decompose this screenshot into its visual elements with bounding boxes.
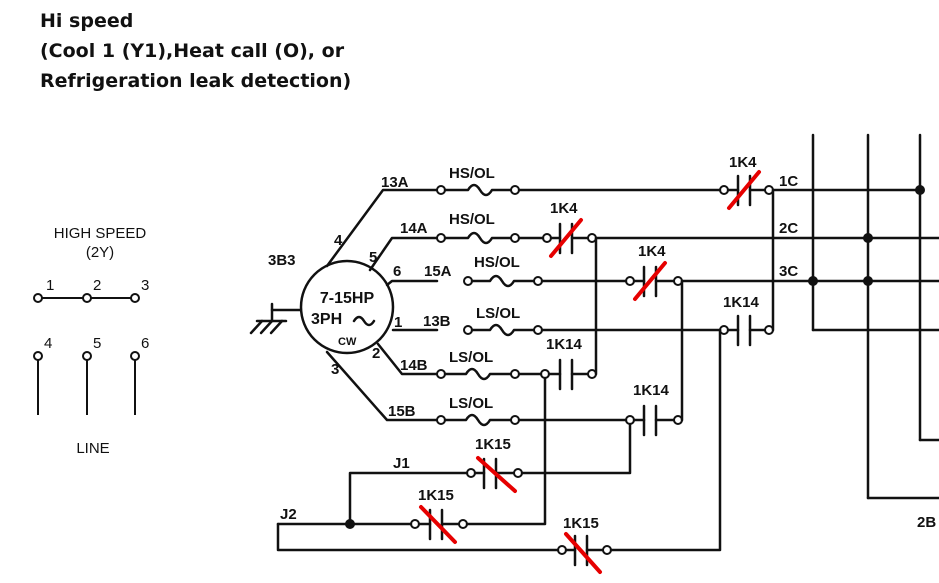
contact-1k4-a-open-mark bbox=[727, 170, 761, 210]
overload-hs-3: HS/OL bbox=[463, 254, 543, 288]
high-speed-legend: HIGH SPEED (2Y) 1 2 3 4 5 6 LINE bbox=[33, 225, 149, 457]
overload-hs-2: HS/OL bbox=[436, 211, 520, 245]
contact-1k14-c-label: 1K14 bbox=[633, 382, 670, 399]
contact-1k4-b-label: 1K4 bbox=[550, 200, 578, 217]
contact-1k4-c: 1K4 bbox=[625, 243, 683, 301]
motor-leads bbox=[325, 188, 439, 422]
contact-1k15-b-open-mark bbox=[419, 505, 457, 544]
interconnect-wiring bbox=[276, 188, 939, 552]
title-line-2: (Cool 1 (Y1),Heat call (O), or bbox=[40, 40, 345, 62]
wire-label-14b: 14B bbox=[400, 357, 428, 374]
wire-label-2c: 2C bbox=[779, 220, 798, 237]
wire-label-2b: 2B bbox=[917, 514, 936, 531]
legend-footer: LINE bbox=[76, 440, 109, 457]
contact-1k15-a-open-mark bbox=[476, 456, 517, 493]
overload-ls-2-label: LS/OL bbox=[449, 349, 493, 366]
contact-1k14-a-label: 1K14 bbox=[723, 294, 760, 311]
contact-1k4-b: 1K4 bbox=[542, 200, 597, 258]
contact-1k14-a: 1K14 bbox=[719, 294, 774, 347]
motor-terminal-3: 3 bbox=[331, 361, 339, 378]
motor-terminal-4: 4 bbox=[334, 232, 343, 249]
wire-label-15b: 15B bbox=[388, 403, 416, 420]
junction-dots bbox=[345, 185, 925, 529]
contact-1k4-c-open-mark bbox=[633, 261, 667, 301]
contact-1k14-b-label: 1K14 bbox=[546, 336, 583, 353]
motor-terminal-2: 2 bbox=[372, 345, 380, 362]
motor-rotation: CW bbox=[338, 336, 357, 348]
contact-1k15-b: 1K15 bbox=[410, 487, 468, 544]
legend-terminal-5 bbox=[82, 351, 92, 361]
legend-terminal-3 bbox=[130, 293, 140, 303]
overload-hs-1-label: HS/OL bbox=[449, 165, 495, 182]
contact-1k15-c: 1K15 bbox=[557, 515, 612, 574]
contact-1k4-c-label: 1K4 bbox=[638, 243, 666, 260]
overload-ls-3: LS/OL bbox=[436, 395, 520, 427]
wire-label-15a: 15A bbox=[424, 263, 452, 280]
legend-terminal-6 bbox=[130, 351, 140, 361]
contact-1k15-c-open-mark bbox=[564, 532, 602, 574]
legend-subheading: (2Y) bbox=[86, 244, 114, 261]
contact-1k15-a-label: 1K15 bbox=[475, 436, 511, 453]
motor-terminal-5: 5 bbox=[369, 249, 377, 266]
contact-1k4-b-open-mark bbox=[549, 218, 583, 258]
contact-1k14-c: 1K14 bbox=[625, 382, 683, 437]
wire-label-14a: 14A bbox=[400, 220, 428, 237]
ground-symbol bbox=[249, 302, 306, 335]
overload-hs-2-label: HS/OL bbox=[449, 211, 495, 228]
legend-terminal-2 bbox=[82, 293, 92, 303]
ac-symbol-icon bbox=[352, 315, 376, 327]
legend-label-2: 2 bbox=[93, 277, 101, 294]
wire-label-13b: 13B bbox=[423, 313, 451, 330]
overload-hs-3-label: HS/OL bbox=[474, 254, 520, 271]
legend-label-1: 1 bbox=[46, 277, 54, 294]
wire-label-j1: J1 bbox=[393, 455, 410, 472]
wire-label-1c: 1C bbox=[779, 173, 798, 190]
motor-3b3: 3B3 7-15HP 3PH CW 4 5 6 1 2 3 bbox=[268, 232, 402, 378]
legend-heading: HIGH SPEED bbox=[54, 225, 147, 242]
motor-terminal-6: 6 bbox=[393, 263, 401, 280]
legend-label-4: 4 bbox=[44, 335, 52, 352]
contact-1k15-c-label: 1K15 bbox=[563, 515, 599, 532]
legend-label-5: 5 bbox=[93, 335, 101, 352]
legend-label-3: 3 bbox=[141, 277, 149, 294]
overload-ls-3-label: LS/OL bbox=[449, 395, 493, 412]
overload-ls-1-label: LS/OL bbox=[476, 305, 520, 322]
legend-label-6: 6 bbox=[141, 335, 149, 352]
contact-1k15-a: 1K15 bbox=[466, 436, 523, 493]
wire-label-3c: 3C bbox=[779, 263, 798, 280]
page-title: Hi speed (Cool 1 (Y1),Heat call (O), or … bbox=[40, 6, 351, 96]
wire-label-j2: J2 bbox=[280, 506, 297, 523]
title-line-3: Refrigeration leak detection) bbox=[40, 70, 352, 92]
overload-ls-1: LS/OL bbox=[463, 305, 543, 337]
overload-ls-2: LS/OL bbox=[436, 349, 520, 381]
motor-rating: 7-15HP bbox=[320, 290, 375, 307]
motor-id: 3B3 bbox=[268, 252, 296, 269]
overload-hs-1: HS/OL bbox=[436, 165, 520, 197]
motor-phase: 3PH bbox=[311, 311, 342, 328]
contact-1k14-b: 1K14 bbox=[540, 336, 597, 391]
legend-terminal-4 bbox=[33, 351, 43, 361]
motor-terminal-1: 1 bbox=[394, 314, 402, 331]
contact-1k15-b-label: 1K15 bbox=[418, 487, 454, 504]
wire-label-13a: 13A bbox=[381, 174, 409, 191]
title-line-1: Hi speed bbox=[40, 10, 134, 32]
contact-1k4-a-label: 1K4 bbox=[729, 154, 757, 171]
contact-1k4-a: 1K4 bbox=[719, 154, 774, 210]
legend-terminal-1 bbox=[33, 293, 43, 303]
